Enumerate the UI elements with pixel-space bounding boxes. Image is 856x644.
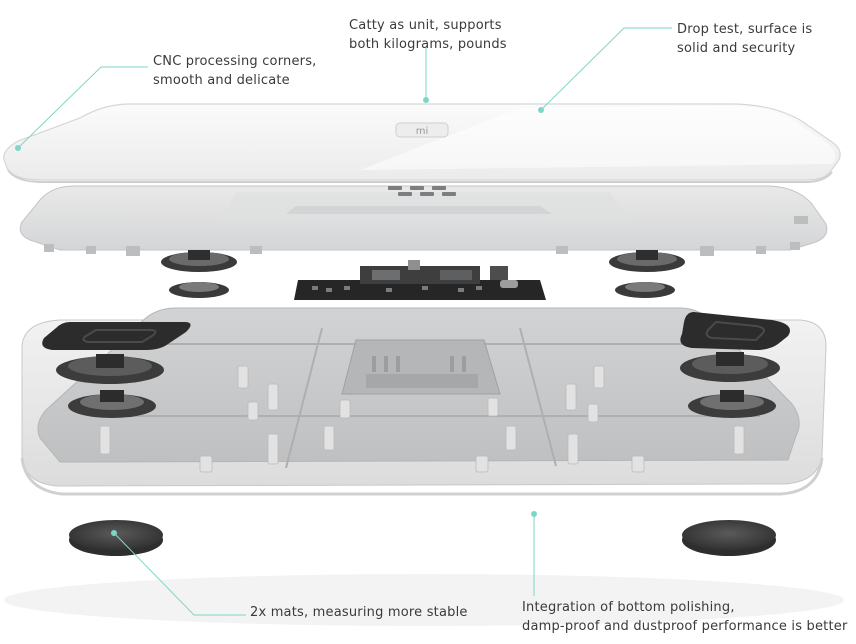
callout-bottom-line1: Integration of bottom polishing, <box>522 600 735 615</box>
callout-drop-test: Drop test, surface is solid and security <box>677 20 812 58</box>
callout-bottom-polishing: Integration of bottom polishing, damp-pr… <box>522 598 848 636</box>
circuit-board <box>294 260 546 300</box>
callout-lines <box>17 27 672 616</box>
callout-bottom-line2: damp-proof and dustproof performance is … <box>522 619 848 634</box>
callout-mats-line1: 2x mats, measuring more stable <box>250 605 468 620</box>
base-housing <box>20 307 827 496</box>
top-glass-panel <box>3 103 841 183</box>
load-cell-lower-left <box>56 354 164 418</box>
callout-dot-drop <box>538 107 544 113</box>
callout-cnc-line1: CNC processing corners, <box>153 54 317 69</box>
callout-line-mats <box>113 532 246 616</box>
floor-shadow <box>4 574 844 626</box>
callout-drop-line2: solid and security <box>677 41 796 56</box>
load-cell-upper-left <box>161 250 237 298</box>
callout-drop-line1: Drop test, surface is <box>677 22 813 37</box>
foot-mat-left <box>69 520 163 556</box>
sensor-pad-left <box>42 322 191 350</box>
callout-dot-cnc <box>15 145 21 151</box>
callout-catty-line1: Catty as unit, supports <box>349 18 502 33</box>
callout-catty-line2: both kilograms, pounds <box>349 37 507 52</box>
callout-line-drop <box>540 27 672 111</box>
callout-dot-mats <box>111 530 117 536</box>
callout-mats: 2x mats, measuring more stable <box>250 603 468 622</box>
load-cell-upper-right <box>609 250 685 298</box>
callout-cnc-corners: CNC processing corners, smooth and delic… <box>153 52 317 90</box>
sensor-pad-right <box>680 312 790 350</box>
foot-mat-right <box>682 520 776 556</box>
callout-dots <box>15 97 544 536</box>
callout-line-cnc <box>17 66 148 149</box>
load-cell-lower-right <box>680 352 780 418</box>
callout-cnc-line2: smooth and delicate <box>153 73 290 88</box>
callout-catty-unit: Catty as unit, supports both kilograms, … <box>349 16 507 54</box>
callout-dot-bottom <box>531 511 537 517</box>
mi-logo-text: mi <box>416 126 429 137</box>
frame-plate <box>19 185 828 256</box>
mi-logo: mi <box>395 122 449 138</box>
callout-dot-catty <box>423 97 429 103</box>
